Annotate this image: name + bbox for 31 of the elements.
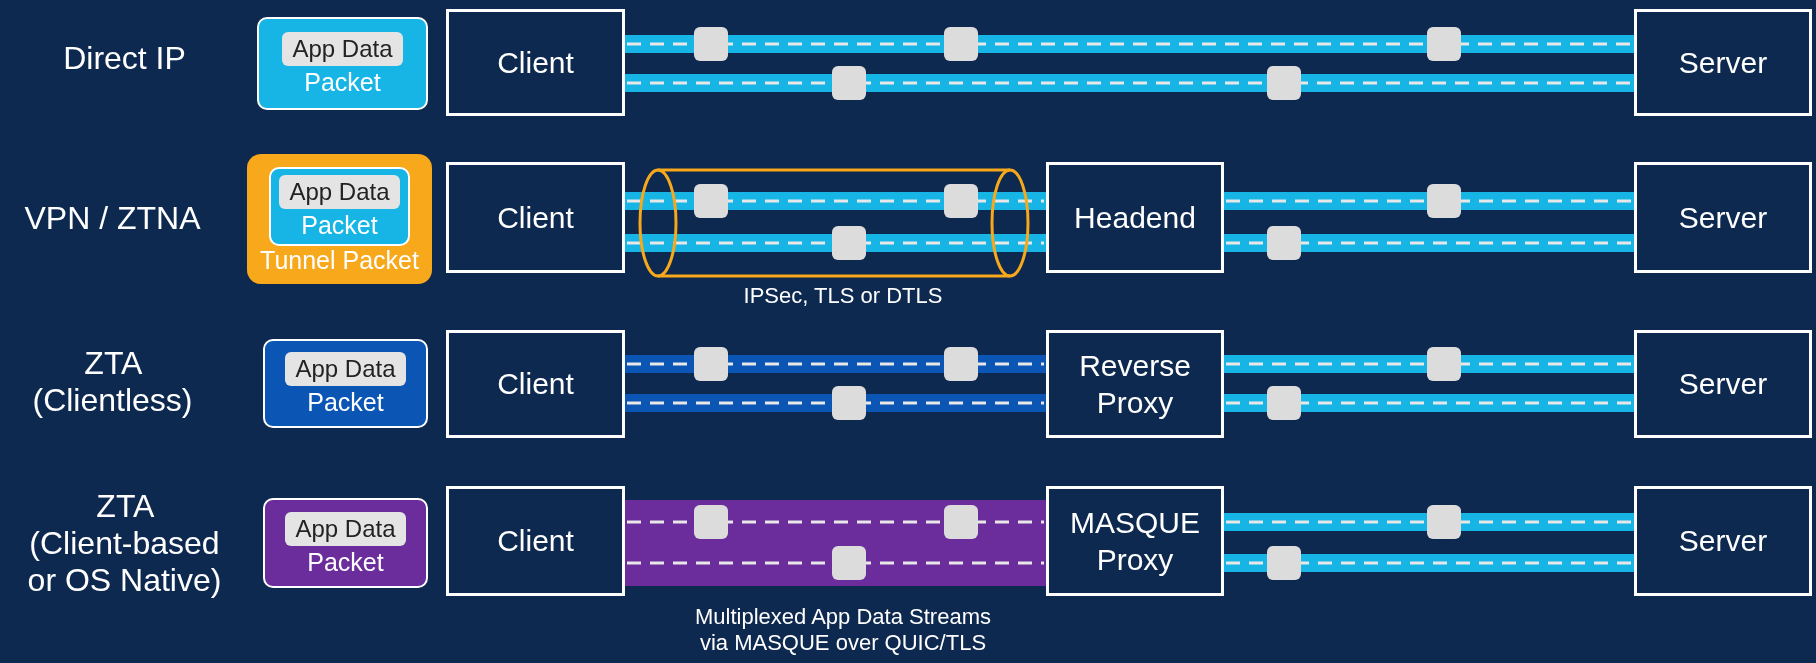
packet-box bbox=[257, 17, 428, 110]
packet-label: Packet bbox=[307, 388, 384, 417]
packet-label: Packet bbox=[301, 211, 378, 240]
endpoint-box: Client bbox=[446, 486, 625, 596]
endpoint-box: Client bbox=[446, 9, 625, 116]
app-data-box: App Data bbox=[285, 352, 406, 386]
endpoint-box: Server bbox=[1634, 9, 1812, 116]
row-label: ZTA (Client-based or OS Native) bbox=[26, 488, 223, 599]
packet-label: Tunnel Packet bbox=[260, 246, 419, 275]
endpoint-box: Client bbox=[446, 162, 625, 273]
packet-box bbox=[269, 167, 410, 246]
row-label: VPN / ZTNA bbox=[23, 200, 202, 237]
endpoint-box: Server bbox=[1634, 162, 1812, 273]
endpoint-box: Client bbox=[446, 330, 625, 438]
tunnel-caption: IPSec, TLS or DTLS bbox=[742, 283, 944, 309]
endpoint-box: Reverse Proxy bbox=[1046, 330, 1224, 438]
packet-label: Packet bbox=[304, 68, 381, 97]
packet-label: Packet bbox=[307, 547, 384, 577]
app-data-box: App Data bbox=[279, 175, 400, 209]
endpoint-box: Server bbox=[1634, 486, 1812, 596]
row-label: ZTA (Clientless) bbox=[31, 345, 194, 419]
endpoint-box: Headend bbox=[1046, 162, 1224, 273]
tunnel-packet-box bbox=[247, 154, 432, 284]
tunnel-caption: Multiplexed App Data Streams via MASQUE over QUIC/TLS bbox=[694, 604, 992, 656]
packet-box bbox=[263, 339, 428, 428]
endpoint-box: Server bbox=[1634, 330, 1812, 438]
packet-box bbox=[263, 498, 428, 588]
endpoint-box: MASQUE Proxy bbox=[1046, 486, 1224, 596]
row-label: Direct IP bbox=[62, 40, 187, 77]
app-data-box: App Data bbox=[282, 32, 403, 66]
app-data-box: App Data bbox=[285, 511, 406, 546]
